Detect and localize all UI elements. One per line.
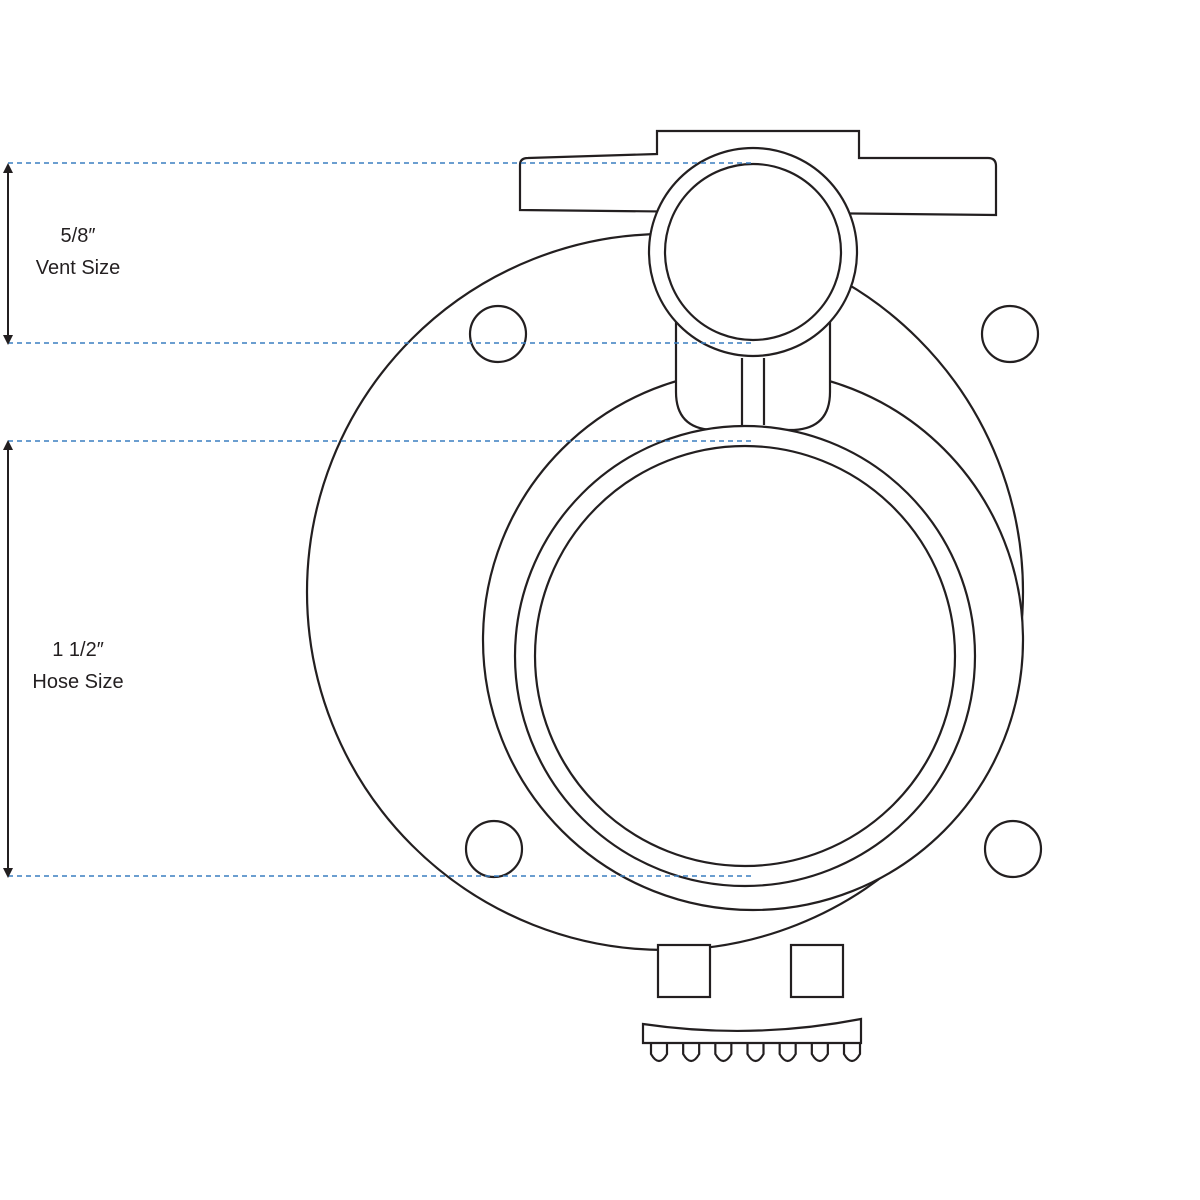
dimension-guide-lines — [8, 162, 752, 877]
bottom-tooth — [778, 1038, 797, 1063]
bottom-tooth — [714, 1038, 733, 1063]
hose-port — [513, 424, 977, 888]
square-slots — [656, 943, 845, 999]
vent-size-caption: Vent Size — [35, 257, 121, 279]
vent-port — [647, 146, 859, 358]
bottom-tooth — [810, 1038, 829, 1063]
bottom-tooth — [682, 1038, 701, 1063]
hose-size-value: 1 1/2″ — [52, 639, 104, 661]
mounting-hole — [980, 304, 1040, 364]
vent-size-value: 5/8″ — [60, 225, 96, 247]
mounting-hole — [464, 819, 524, 879]
bottom-teeth — [649, 1038, 862, 1063]
square-slot — [656, 943, 712, 999]
vent-size-label: 5/8″ Vent Size — [0, 220, 158, 284]
hose-size-label: 1 1/2″ Hose Size — [0, 634, 158, 698]
mounting-hole — [468, 304, 528, 364]
hose-size-caption: Hose Size — [32, 671, 124, 693]
bottom-tooth — [746, 1038, 765, 1063]
bottom-tab — [641, 1017, 863, 1045]
square-slot — [789, 943, 845, 999]
mounting-hole — [983, 819, 1043, 879]
mounting-holes — [464, 304, 1043, 879]
bottom-tooth — [649, 1038, 669, 1063]
bottom-tooth — [842, 1038, 862, 1063]
